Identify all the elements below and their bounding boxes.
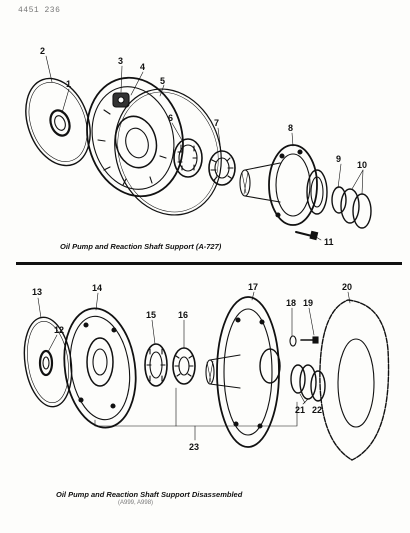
part-8-reaction-shaft-support [239,144,328,226]
callout-4: 4 [140,62,145,72]
part-5-seal-ring [114,88,222,216]
callout-15: 15 [146,310,156,320]
part-7-inner-gear [208,150,236,186]
callout-16: 16 [178,310,188,320]
bottom-figure-subcaption: (A999, A998) [118,500,154,506]
callout-19: 19 [303,298,313,308]
part-9-10-seal-rings [331,186,372,229]
part-15-outer-gear [144,343,168,387]
callout-21: 22 [312,405,322,415]
callout-11: 11 [324,237,334,247]
callout-12: 12 [54,325,64,335]
part-13-gasket [23,316,73,408]
part-11-bolt [295,230,319,241]
callout-5: 5 [160,76,165,86]
callout-8: 8 [288,123,293,133]
callout-9: 9 [336,154,341,164]
part-12-seal [38,349,54,377]
part-16-inner-gear [172,347,196,385]
top-callouts: 2 1 3 4 5 6 7 8 9 10 11 [40,46,367,247]
callout-10: 10 [357,160,367,170]
part-18-19-bolt-and-washer [289,335,319,347]
callout-22: 21 [295,405,305,415]
part-2-gasket [25,77,91,167]
section-divider [16,262,402,265]
part-3-pump-body [86,76,184,198]
callout-23: 23 [189,442,199,452]
top-figure-caption: Oil Pump and Reaction Shaft Support (A-7… [60,242,222,251]
bottom-figure-caption: Oil Pump and Reaction Shaft Support Disa… [56,490,243,499]
callout-3: 3 [118,56,123,66]
bottom-callouts: 13 14 12 15 16 17 18 19 20 22 21 23 [32,282,352,452]
part-20-gasket [319,299,390,461]
top-leader-lines [45,55,364,241]
bottom-leader-lines [37,291,351,441]
part-14-pump-body [63,307,137,429]
callout-1: 1 [66,79,71,89]
callout-17: 17 [248,282,258,292]
page-code: 4451 236 [18,6,61,15]
callout-13: 13 [32,287,42,297]
part-1-seal [49,109,71,137]
callout-7: 7 [214,118,219,128]
callout-18: 18 [286,298,296,308]
part-17-reaction-shaft-support [205,296,281,448]
callout-2: 2 [40,46,45,56]
callout-6: 6 [168,113,173,123]
callout-20: 20 [342,282,352,292]
part-6-outer-gear [173,138,203,178]
callout-14: 14 [92,283,102,293]
